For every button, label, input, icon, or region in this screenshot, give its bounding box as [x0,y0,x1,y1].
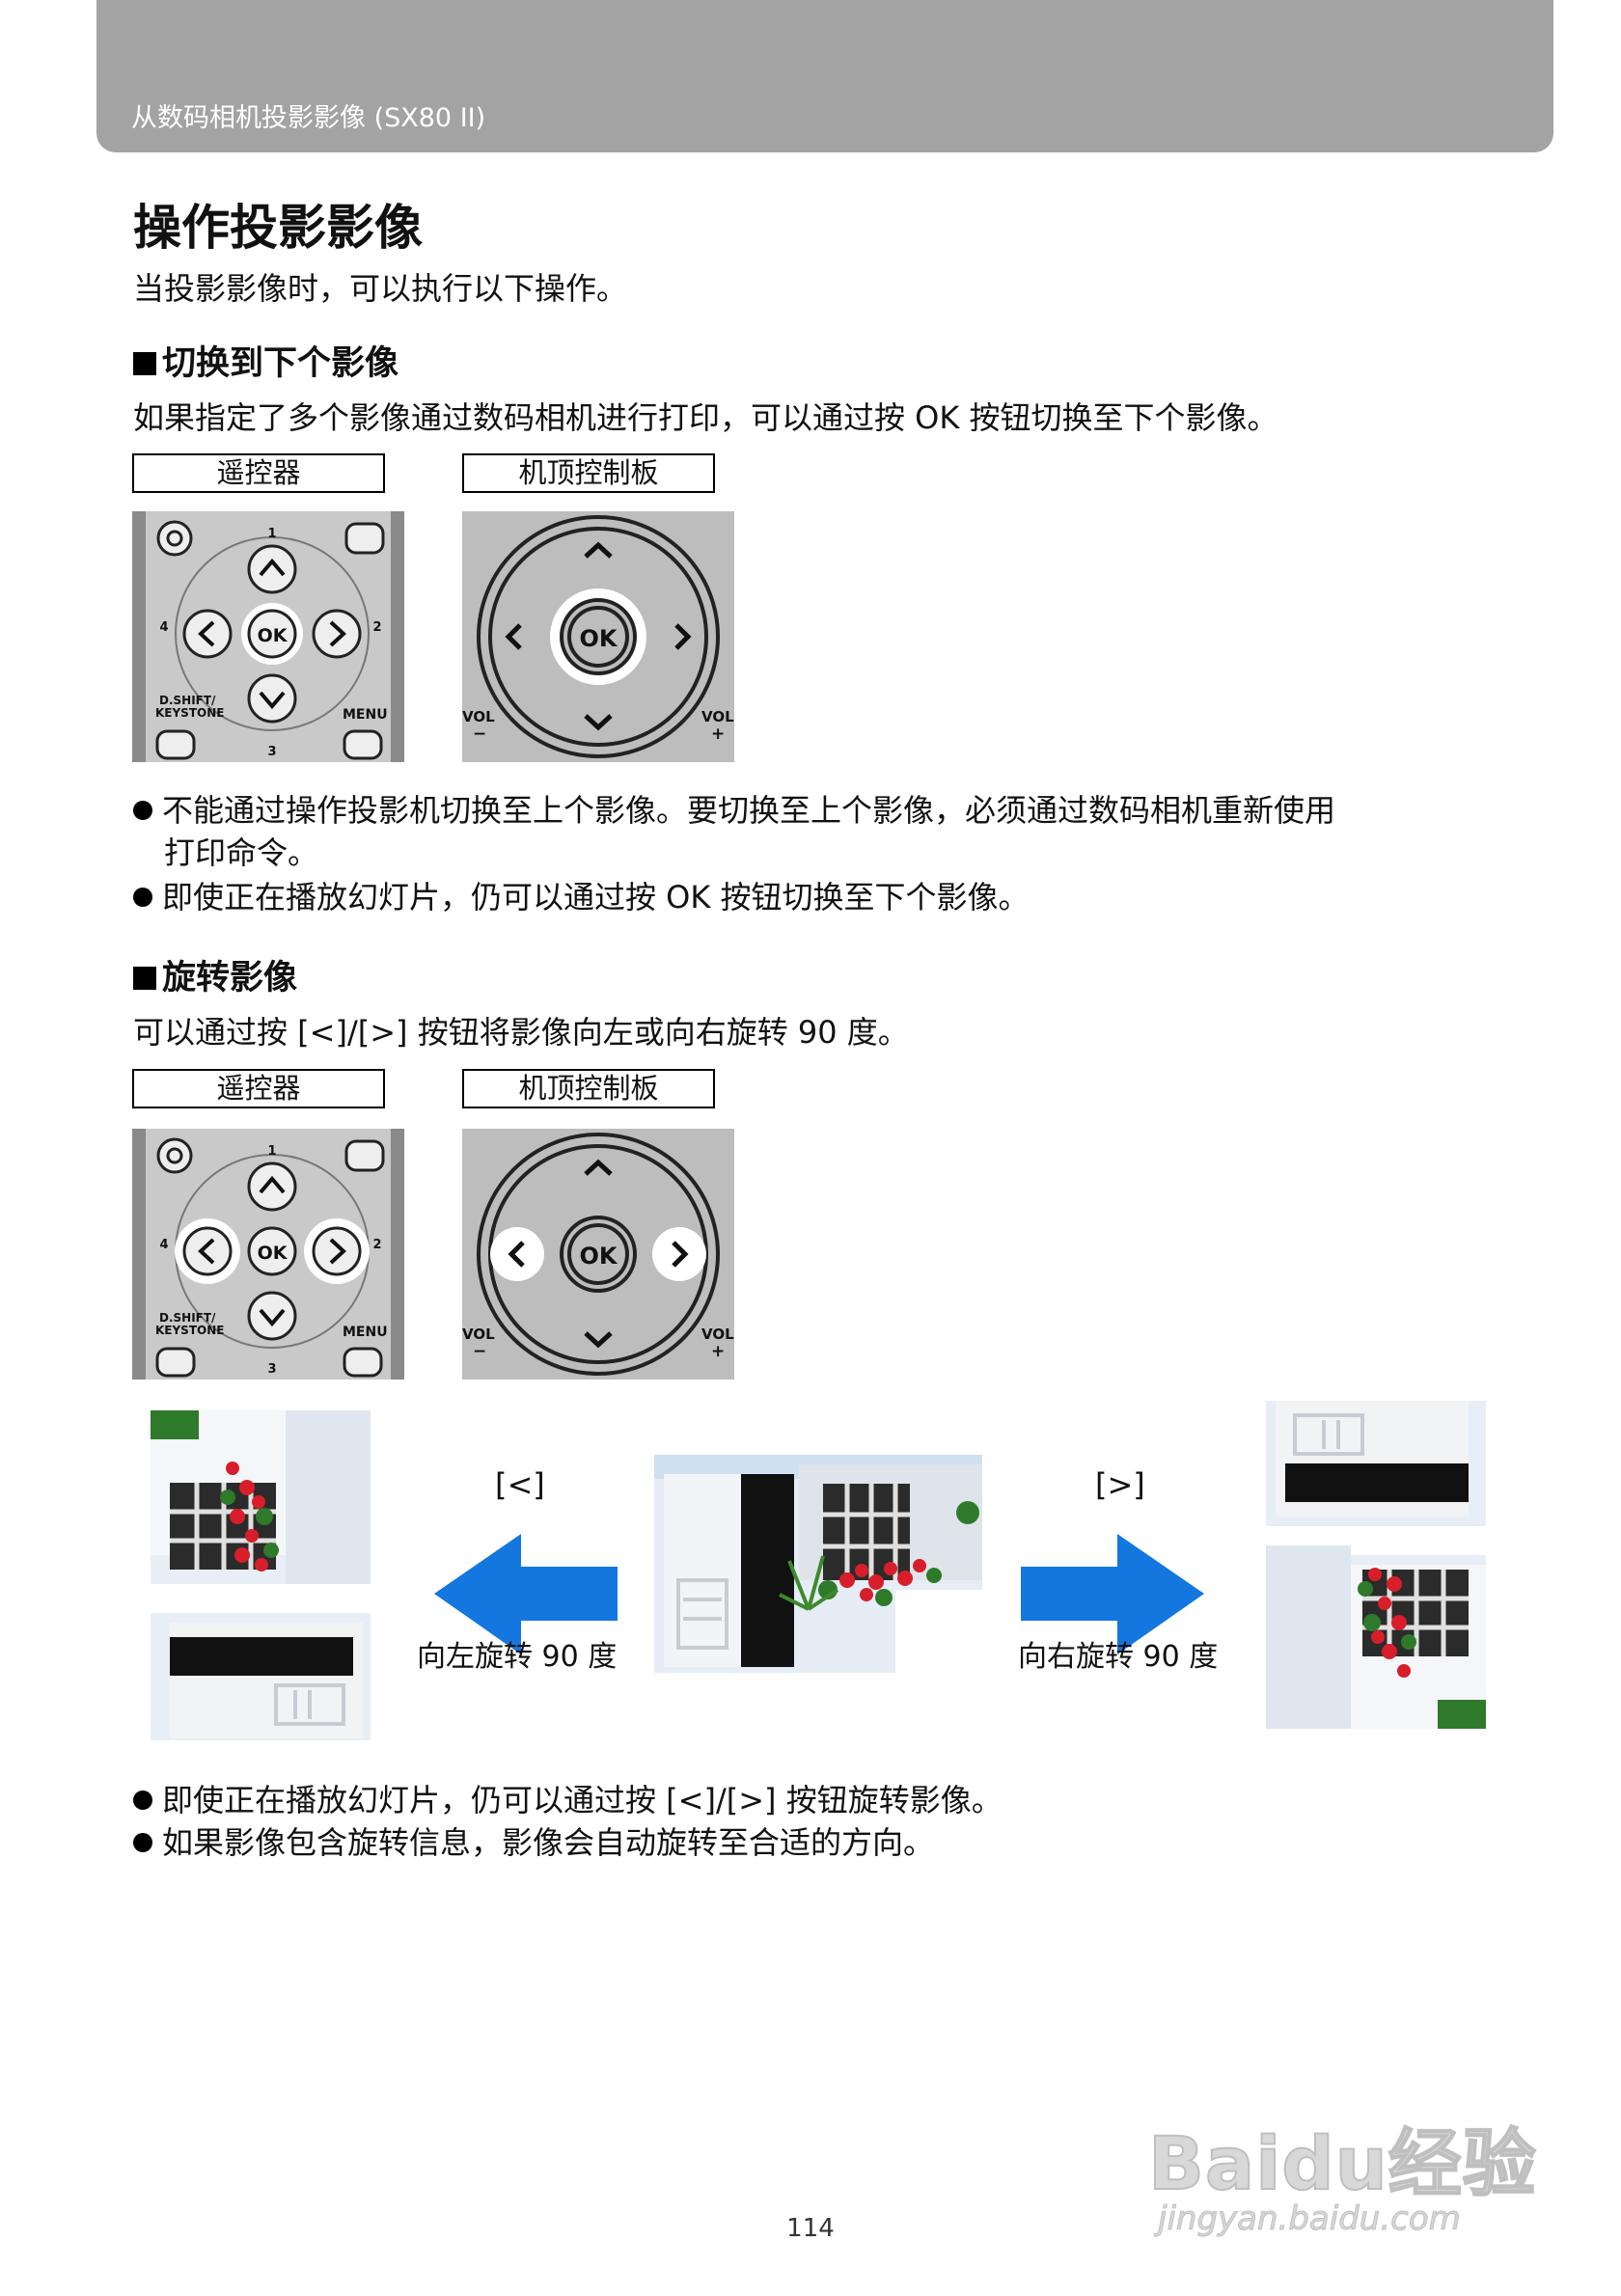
ok-key-label: OK [258,625,288,646]
page-number: 114 [786,2214,835,2243]
bullet-item: 如果影像包含旋转信息，影像会自动旋转至合适的方向。 [133,1821,934,1864]
bullet-text: 如果影像包含旋转信息，影像会自动旋转至合适的方向。 [162,1824,935,1861]
section2-description: 可以通过按 [<]/[>] 按钮将影像向左或向右旋转 90 度。 [133,1014,909,1051]
baidu-watermark-logo: Baidu经验 jingyan.baidu.com [1147,2098,1553,2243]
key-number-bottom: 3 [267,1362,276,1377]
minus-sign: − [473,724,486,744]
remote-control-image: OK 1 4 2 3 D.SHIFT/ KEYSTONE MENU [132,511,404,762]
menu-label: MENU [343,1325,388,1340]
right-key-label: [>] [1095,1466,1145,1503]
section-header: 从数码相机投影影像 (SX80 II) [131,103,486,133]
left-arrow-icon [434,1534,618,1654]
menu-label: MENU [343,707,388,723]
rotated-right-photo [1266,1401,1486,1729]
bullet-item: 不能通过操作投影机切换至上个影像。要切换至上个影像，必须通过数码相机重新使用 打… [133,789,1335,874]
dshift-label: D.SHIFT/ [159,694,216,707]
dshift-label: D.SHIFT/ [159,1311,216,1325]
panel-ok-label: OK [580,1243,618,1270]
section-heading-label: 旋转影像 [162,959,298,998]
panel-label: 机顶控制板 [462,1069,715,1108]
square-bullet-icon [133,967,156,990]
keystone-label: KEYSTONE [155,1324,224,1337]
key-number-right: 2 [372,1238,381,1252]
key-number-bottom: 3 [267,745,276,759]
bullet-text: 即使正在播放幻灯片，仍可以通过按 OK 按钮切换至下个影像。 [162,879,1030,916]
panel-label: 机顶控制板 [462,453,715,493]
header-band: 从数码相机投影影像 (SX80 II) [96,0,1553,152]
key-number-right: 2 [372,620,381,635]
key-number-top: 1 [267,527,276,541]
remote-label: 遥控器 [132,453,385,493]
section1-description: 如果指定了多个影像通过数码相机进行打印，可以通过按 OK 按钮切换至下个影像。 [133,399,1278,436]
page-title: 操作投影影像 [133,200,423,256]
rotated-left-photo [151,1410,371,1740]
section-heading-label: 切换到下个影像 [162,344,399,383]
plus-sign: + [711,1342,725,1361]
square-bullet-icon [133,352,156,375]
bullet-dot-icon [133,801,152,820]
bullet-text: 即使正在播放幻灯片，仍可以通过按 [<]/[>] 按钮旋转影像。 [162,1782,1003,1818]
original-photo [654,1455,982,1673]
key-number-left: 4 [159,620,168,635]
section-heading-rotate: 旋转影像 [133,950,297,999]
watermark-main-text: Baidu经验 [1147,2119,1537,2207]
key-number-left: 4 [159,1238,168,1252]
bullet-dot-icon [133,888,152,907]
right-arrow-icon [1021,1534,1204,1654]
bullet-item: 即使正在播放幻灯片，仍可以通过按 OK 按钮切换至下个影像。 [133,876,1030,918]
remote-label: 遥控器 [132,1069,385,1108]
panel-ok-label: OK [580,625,618,652]
bullet-item: 即使正在播放幻灯片，仍可以通过按 [<]/[>] 按钮旋转影像。 [133,1779,1003,1821]
bullet-text-cont: 打印命令。 [164,834,319,871]
bullet-dot-icon [133,1833,152,1852]
right-caption: 向右旋转 90 度 [1018,1640,1219,1674]
vol-plus-label: VOL [701,1326,734,1343]
bullet-text: 不能通过操作投影机切换至上个影像。要切换至上个影像，必须通过数码相机重新使用 [162,792,1336,829]
section-heading-next-image: 切换到下个影像 [133,336,398,385]
minus-sign: − [473,1342,486,1361]
key-number-top: 1 [267,1144,276,1159]
vol-plus-label: VOL [701,708,734,725]
left-key-label: [<] [495,1466,545,1503]
intro-text: 当投影影像时，可以执行以下操作。 [133,270,628,307]
remote-control-image: OK 1 4 2 3 D.SHIFT/ KEYSTONE MENU [132,1129,404,1380]
left-caption: 向左旋转 90 度 [417,1640,618,1674]
bullet-dot-icon [133,1790,152,1810]
plus-sign: + [711,724,725,744]
vol-minus-label: VOL [462,708,495,725]
keystone-label: KEYSTONE [155,706,224,720]
control-panel-image: OK VOL − VOL + [462,1129,734,1380]
watermark-sub-text: jingyan.baidu.com [1158,2200,1462,2239]
ok-key-label: OK [258,1243,288,1264]
vol-minus-label: VOL [462,1326,495,1343]
control-panel-image: OK VOL − VOL + [462,511,734,762]
